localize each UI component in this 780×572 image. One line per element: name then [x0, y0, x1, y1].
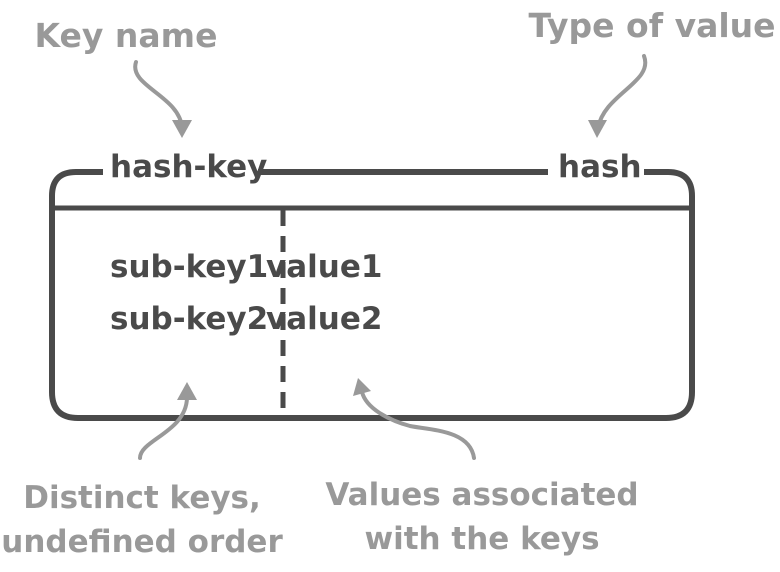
- key-name-annotation: Key name: [35, 16, 218, 55]
- type-arrowhead: [588, 120, 607, 138]
- values-associated-annotation-line1: Values associated: [325, 477, 638, 513]
- sub-key-2: sub-key2: [110, 301, 268, 337]
- values-arrow: [360, 390, 476, 460]
- distinct-keys-arrowhead: [177, 382, 197, 400]
- values-arrowhead: [353, 378, 371, 396]
- distinct-keys-arrow: [138, 396, 189, 460]
- key-name-arrowhead: [172, 120, 192, 138]
- values-associated-annotation-line2: with the keys: [364, 521, 599, 557]
- distinct-keys-annotation-line2: undefined order: [1, 524, 283, 560]
- hash-key-label: hash-key: [110, 149, 267, 185]
- distinct-keys-annotation-line1: Distinct keys,: [23, 480, 261, 516]
- value-1: value1: [266, 249, 382, 285]
- hash-box-outline: [49, 169, 695, 421]
- key-name-arrow: [133, 60, 184, 130]
- sub-key-1: sub-key1: [110, 249, 268, 285]
- type-of-value-annotation: Type of value: [528, 6, 775, 45]
- type-arrow: [596, 54, 648, 130]
- hash-type-label: hash: [558, 149, 642, 185]
- value-2: value2: [266, 301, 382, 337]
